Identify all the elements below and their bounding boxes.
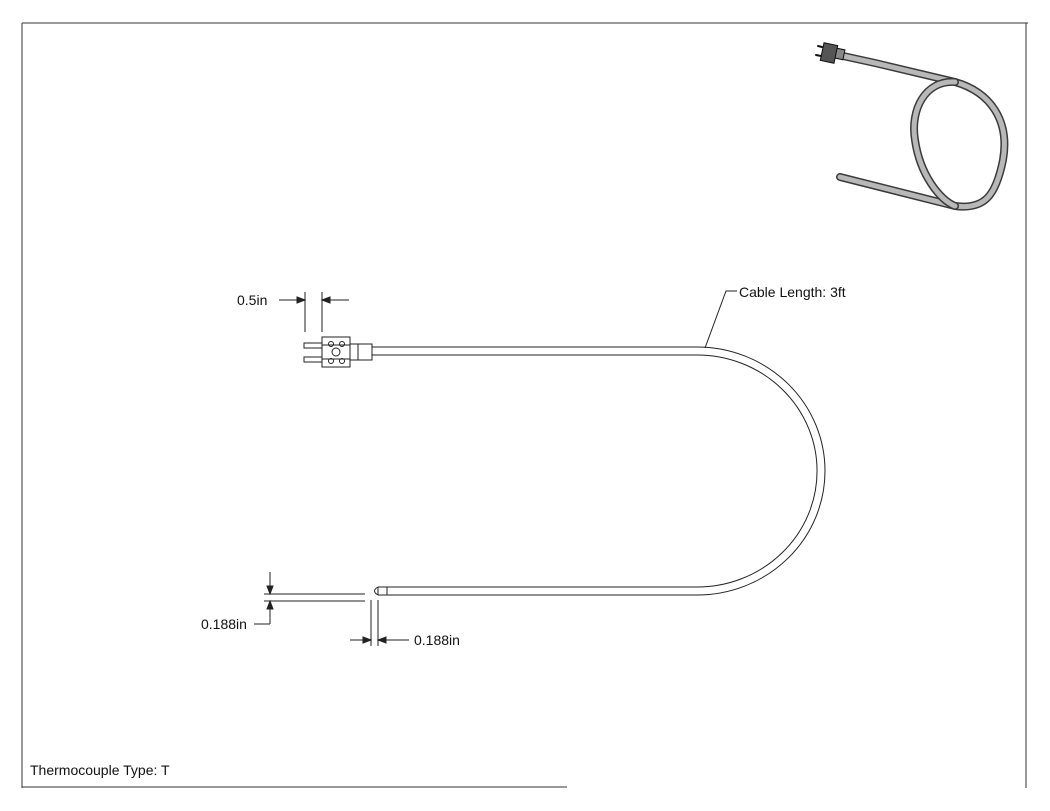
dimension-probe-tip — [350, 600, 409, 646]
dimension-connector-width — [279, 292, 349, 332]
cable-assembly — [303, 336, 826, 596]
probe-tip — [374, 586, 379, 596]
connector — [303, 336, 373, 368]
sheet-frame — [21, 22, 1028, 788]
connector-width-label: 0.5in — [237, 292, 267, 308]
cable-length-label: Cable Length: 3ft — [739, 284, 846, 300]
preview-connector — [815, 42, 846, 64]
thermocouple-type: Thermocouple Type: T — [30, 762, 170, 778]
probe-diameter-label: 0.188in — [201, 616, 247, 632]
dimension-probe-diameter — [254, 572, 365, 625]
cable-length-leader — [704, 290, 737, 349]
cable-outer — [372, 346, 826, 596]
cable-inner — [372, 354, 818, 588]
probe-tip-label: 0.188in — [414, 632, 460, 648]
isometric-preview — [815, 42, 1009, 211]
